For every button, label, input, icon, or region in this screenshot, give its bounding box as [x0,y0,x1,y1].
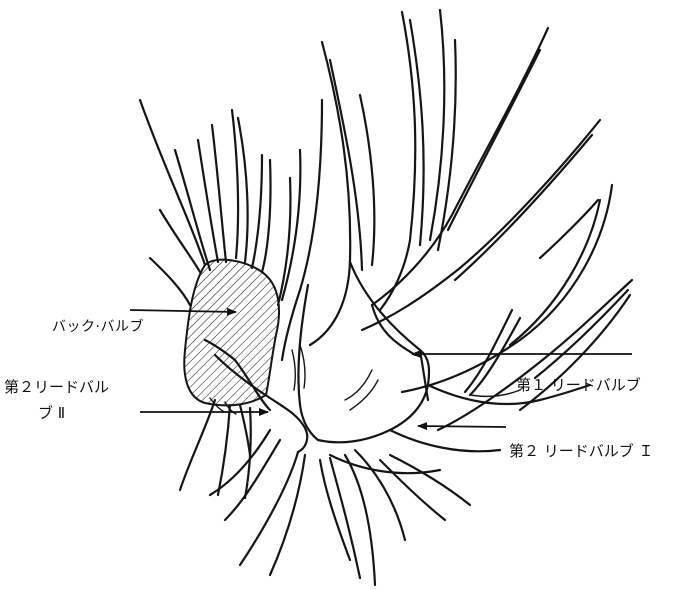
second-lead-bulb-ii-label: 第２リードバル ブ Ⅱ [4,374,154,426]
back-bulb-hatched [184,260,279,406]
second-lead-bulb-ii-label-line1: 第２リードバル [4,378,109,396]
second-lead-bulb-i-label: 第２ リードバルブ Ｉ [509,442,654,460]
back-bulb-label: バック·バルブ [52,318,144,336]
arrow-lead-bulb-2-i [418,426,506,427]
second-lead-bulb-ii-label-line2: ブ Ⅱ [4,400,154,426]
first-lead-bulb-label: 第１ リードバルブ [516,376,641,394]
